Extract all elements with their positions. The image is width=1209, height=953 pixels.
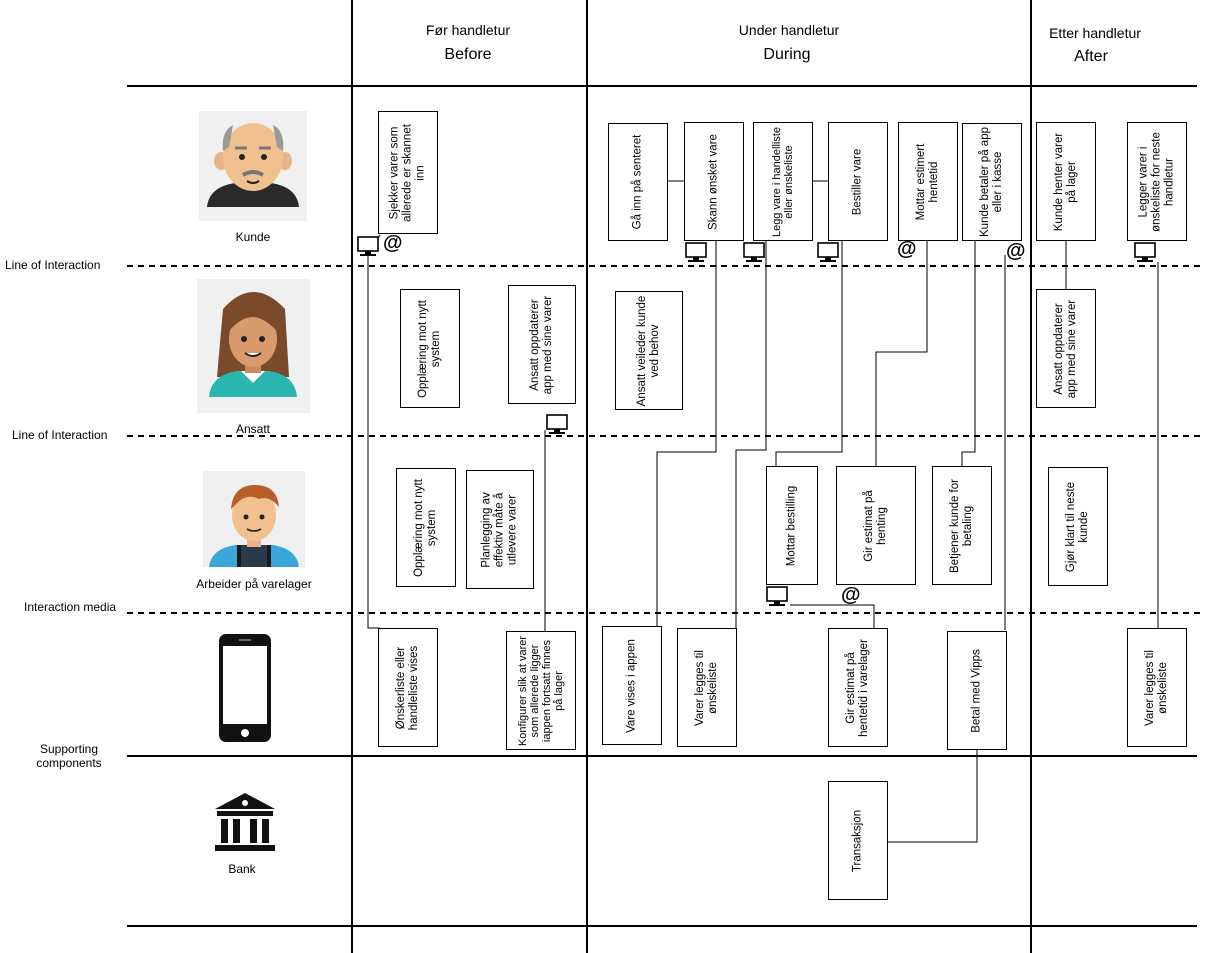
employee-avatar — [197, 279, 310, 413]
box-opplaering-arbeider: Opplæring mot nytt system — [396, 468, 456, 587]
bank-building-icon — [213, 791, 277, 858]
box-gir-estimat-pa-hentetid: Gir estimat på hentetid i varelager — [828, 628, 888, 747]
supporting-components-label: Supporting components — [36, 742, 102, 770]
box-mottar-bestilling: Mottar bestilling — [766, 466, 818, 585]
box-kunde-betaler: Kunde betaler på app eller i kasse — [962, 123, 1022, 241]
actor-arbeider-label: Arbeider på varelager — [196, 577, 312, 591]
box-gir-estimat-pa-henting: Gir estimat på henting — [836, 466, 916, 585]
box-konfigurer: Konfigurer slik at varer som allerede li… — [506, 631, 576, 750]
box-onskeliste-vises: Ønskerliste eller handleliste vises — [378, 628, 438, 747]
box-sjekker-varer: Sjekker varer som allerede er skannet in… — [378, 111, 438, 234]
box-ga-inn-pa-senteret: Gå inn på senteret — [608, 123, 668, 241]
stage-after-sub: Etter handletur — [1049, 25, 1141, 41]
computer-icon — [766, 586, 788, 606]
box-legg-vare-i-liste: Legg vare i handelliste eller ønskeliste — [753, 122, 813, 241]
box-bestiller-vare: Bestiller vare — [828, 122, 888, 241]
computer-icon — [546, 414, 568, 434]
warehouse-worker-avatar — [203, 471, 305, 567]
customer-avatar — [199, 111, 307, 221]
box-varer-legges-til-onskeliste-after: Varer legges til ønskeliste — [1127, 628, 1187, 747]
line-of-interaction-label: Line of Interaction — [5, 258, 101, 272]
box-mottar-estimert-hentetid: Mottar estimert hentetid — [898, 122, 958, 241]
stage-during-title: During — [763, 46, 811, 63]
box-betjener-kunde: Betjener kunde for betaling — [932, 466, 992, 585]
computer-icon — [817, 242, 839, 262]
computer-icon — [357, 236, 379, 256]
computer-icon — [743, 242, 765, 262]
email-at-icon: @ — [383, 232, 403, 254]
interaction-media-label: Interaction media — [24, 600, 117, 614]
stage-during-sub: Under handletur — [738, 22, 840, 38]
box-skann-onsket-vare: Skann ønsket vare — [684, 122, 744, 241]
stage-before-sub: Før handletur — [425, 22, 511, 38]
computer-icon — [685, 242, 707, 262]
box-ansatt-oppdaterer-app-after: Ansatt oppdaterer app med sine varer — [1036, 289, 1096, 408]
actor-kunde-label: Kunde — [235, 230, 271, 244]
box-ansatt-oppdaterer-app: Ansatt oppdaterer app med sine varer — [508, 285, 576, 404]
box-betal-med-vipps: Betal med Vipps — [947, 631, 1007, 750]
box-opplaering-ansatt: Opplæring mot nytt system — [400, 289, 460, 408]
line-of-interaction-label-2: Line of Interaction — [12, 428, 108, 442]
email-at-icon: @ — [841, 584, 861, 606]
actor-bank-label: Bank — [228, 862, 256, 876]
box-ansatt-veileder: Ansatt veileder kunde ved behov — [615, 291, 683, 410]
box-varer-legges-til-onskeliste: Varer legges til ønskeliste — [677, 628, 737, 747]
box-vare-vises-i-appen: Vare vises i appen — [602, 626, 662, 745]
box-transaksjon: Transaksjon — [828, 781, 888, 900]
smartphone-icon — [217, 632, 273, 749]
box-planlegging: Planlegging av effektiv måte å utlevere … — [466, 470, 534, 589]
stage-before-title: Before — [444, 46, 492, 63]
email-at-icon: @ — [897, 238, 917, 260]
box-gjor-klart: Gjør klart til neste kunde — [1048, 467, 1108, 586]
actor-ansatt-label: Ansatt — [235, 422, 271, 436]
box-legger-varer-i-onskeliste: Legger varer i ønskeliste for neste hand… — [1127, 122, 1187, 241]
computer-icon — [1134, 242, 1156, 262]
box-kunde-henter-varer: Kunde henter varer på lager — [1036, 122, 1096, 241]
stage-after-title: After — [1074, 48, 1108, 65]
email-at-icon: @ — [1006, 240, 1026, 262]
